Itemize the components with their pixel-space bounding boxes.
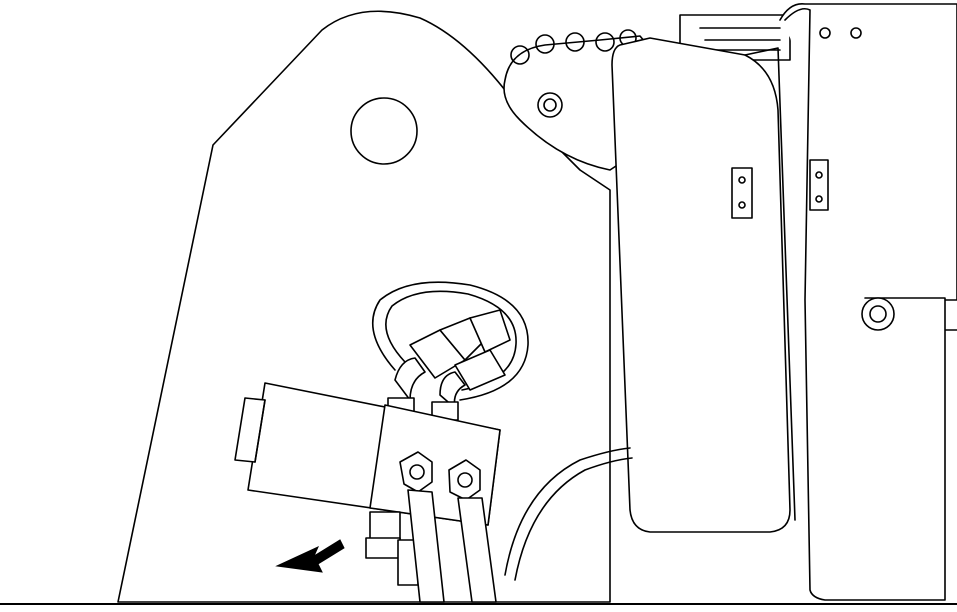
hose-eye-fitting [399, 451, 433, 493]
tower-bolt [861, 297, 895, 331]
lower-fittings [365, 511, 421, 586]
pointing-arrow [275, 539, 345, 573]
lower-fitting-nut [365, 537, 401, 559]
tower-hole [850, 27, 862, 39]
hose-eye-fitting [448, 459, 481, 501]
hose-fittings [387, 309, 511, 421]
hydraulic-hoses [399, 451, 497, 603]
panel-bracket [731, 167, 753, 219]
hose-line [407, 489, 445, 603]
pivot-pin-hole [350, 97, 418, 165]
side-tower [784, 7, 946, 601]
lower-curve [504, 447, 633, 581]
tower-hole [819, 27, 831, 39]
tower-bracket [809, 159, 829, 211]
sprocket-bolt [537, 92, 563, 118]
hose-line [457, 497, 497, 603]
cover-panel [611, 37, 796, 533]
hose-loop [372, 281, 529, 401]
